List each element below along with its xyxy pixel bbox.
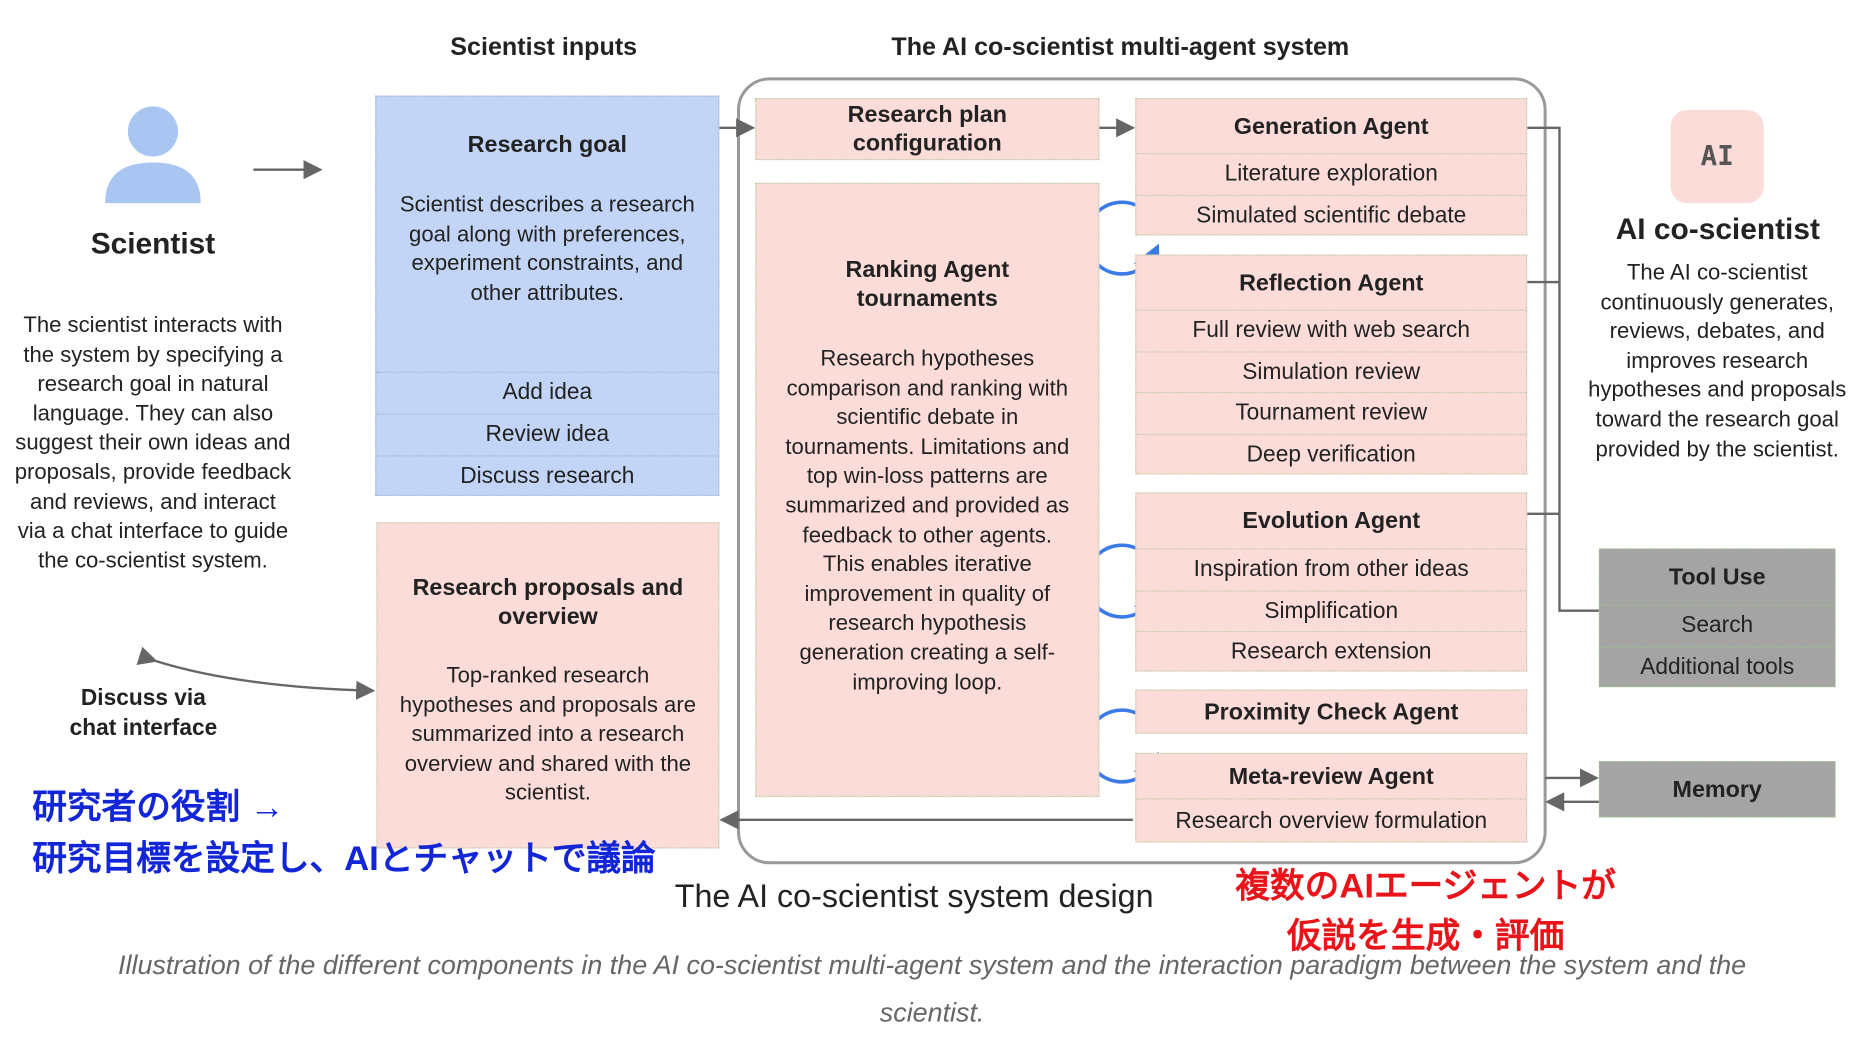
tool-use-title: Tool Use [1668,564,1766,591]
research-goal-title: Research goal [467,131,627,158]
system-outline [737,77,1547,865]
discuss-research[interactable]: Discuss research [376,455,719,496]
reflection-agent-title: Reflection Agent [1239,269,1424,296]
additional-tools: Additional tools [1600,646,1835,688]
proposals-description: Top-ranked research hypotheses and propo… [399,662,697,805]
annotation-blue-2: 研究目標を設定し、AIとチャットで議論 [32,840,656,879]
system-header: The AI co-scientist multi-agent system [891,33,1350,61]
inspiration: Inspiration from other ideas [1136,548,1527,591]
proximity-agent-box: Proximity Check Agent [1135,689,1528,734]
annotation-blue-1: 研究者の役割 → [32,788,285,827]
reflection-agent-box: Reflection Agent Full review with web se… [1135,254,1528,476]
generation-agent-box: Generation Agent Literature exploration … [1135,97,1528,237]
tool-use-box: Tool Use Search Additional tools [1598,548,1836,688]
figure-caption-line1: Illustration of the different components… [118,950,1747,980]
ranking-description: Research hypotheses comparison and ranki… [785,345,1070,694]
simulated-debate: Simulated scientific debate [1136,194,1527,237]
ai-description: The AI co-scientist continuously generat… [1588,259,1847,461]
proposals-title: Research proposals and overview [412,574,684,630]
proximity-agent-title: Proximity Check Agent [1204,698,1459,725]
simplification: Simplification [1136,590,1527,631]
ranking-title: Ranking Agent tournaments [845,256,1010,312]
simulation-review: Simulation review [1136,351,1527,392]
research-extension: Research extension [1136,630,1527,673]
person-icon [105,106,201,204]
memory-title: Memory [1672,776,1762,803]
meta-review-agent-title: Meta-review Agent [1228,763,1434,790]
research-goal-box: Research goal Scientist describes a rese… [375,95,720,496]
scientist-title: Scientist [90,227,216,261]
add-idea[interactable]: Add idea [376,371,719,414]
search-tool: Search [1600,604,1835,647]
tournament-review: Tournament review [1136,391,1527,434]
figure-caption-line2: scientist. [879,997,985,1028]
plan-config-box: Research plan configuration [755,97,1100,161]
ranking-agent-box: Ranking Agent tournaments Research hypot… [755,182,1100,798]
scientist-description: The scientist interacts with the system … [14,311,292,573]
review-idea[interactable]: Review idea [376,413,719,455]
evolution-agent-title: Evolution Agent [1242,507,1421,535]
scientist-inputs-header: Scientist inputs [450,33,638,61]
memory-box: Memory [1598,761,1836,818]
proposals-box: Research proposals and overview Top-rank… [376,522,720,849]
deep-verification: Deep verification [1136,433,1527,476]
ai-title: AI co-scientist [1615,212,1820,247]
ai-logo-icon: AI [1670,109,1764,204]
full-review: Full review with web search [1136,309,1527,352]
meta-review-agent-box: Meta-review Agent Research overview form… [1135,752,1528,843]
diagram-caption: The AI co-scientist system design [674,878,1154,915]
research-goal-description: Scientist describes a research goal alon… [399,191,695,305]
plan-config-title: Research plan configuration [847,101,1007,157]
generation-agent-title: Generation Agent [1233,112,1429,140]
literature-exploration: Literature exploration [1136,152,1527,195]
annotation-red-2: 仮説を生成・評価 [1286,917,1565,957]
annotation-red-1: 複数のAIエージェントが [1235,867,1616,906]
evolution-agent-box: Evolution Agent Inspiration from other i… [1135,492,1528,673]
overview-formulation: Research overview formulation [1136,798,1527,843]
